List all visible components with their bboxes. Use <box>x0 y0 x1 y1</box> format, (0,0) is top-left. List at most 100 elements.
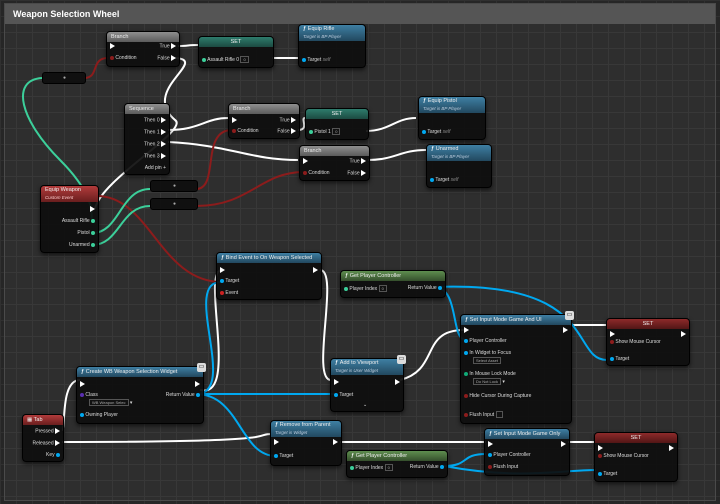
unarmed-out-pin[interactable]: Unarmed <box>69 242 95 248</box>
class-pin[interactable]: Class <box>80 392 98 398</box>
monitor-icon: ▭ <box>397 355 406 364</box>
target-pin[interactable]: Target <box>598 471 617 477</box>
exec-out-pin[interactable] <box>669 445 674 451</box>
event-pin[interactable]: Event <box>220 290 238 296</box>
pistol-pin[interactable]: Pistol 1 0 <box>309 128 341 135</box>
add-pin-button[interactable]: Add pin + <box>144 165 166 171</box>
target-pin[interactable]: Target <box>334 392 353 398</box>
mouse-lock-select[interactable]: Do Not Lock ▾ <box>473 378 505 385</box>
branch-node-2[interactable]: Branch True Condition False <box>228 103 300 139</box>
released-pin[interactable]: Released <box>32 440 60 446</box>
function-icon: ƒ <box>275 422 278 428</box>
false-pin[interactable]: False <box>347 170 366 176</box>
player-controller-pin[interactable]: Player Controller <box>488 452 531 458</box>
true-pin[interactable]: True <box>160 43 176 49</box>
set-pistol-node[interactable]: SET Pistol 1 0 <box>305 108 369 140</box>
condition-pin[interactable]: Condition <box>110 55 137 61</box>
then-1-pin[interactable]: Then 1 <box>144 129 166 135</box>
true-pin[interactable]: True <box>350 158 366 164</box>
exec-out-pin[interactable] <box>90 206 95 212</box>
exec-in-pin[interactable] <box>232 117 237 123</box>
assault-rifle-pin[interactable]: Assault Rifle 0 0 <box>202 56 249 63</box>
show-cursor-pin[interactable]: Show Mouse Cursor <box>610 339 661 345</box>
false-pin[interactable]: False <box>157 55 176 61</box>
player-index-pin[interactable]: Player Index 0 <box>344 285 387 292</box>
exec-in-pin[interactable] <box>610 331 615 337</box>
widget-focus-pin[interactable]: In Widget to Focus <box>464 350 511 356</box>
exec-in-pin[interactable] <box>220 267 225 273</box>
exec-out-pin[interactable] <box>333 439 338 445</box>
exec-in-pin[interactable] <box>303 158 308 164</box>
return-value-pin[interactable]: Return Value <box>408 285 442 291</box>
then-3-pin[interactable]: Then 3 <box>144 153 166 159</box>
variable-getter-node[interactable]: ● <box>150 180 198 192</box>
target-pin[interactable]: Target <box>220 278 239 284</box>
player-index-pin[interactable]: Player Index 0 <box>350 464 393 471</box>
exec-in-pin[interactable] <box>488 441 493 447</box>
exec-out-pin[interactable] <box>563 327 568 333</box>
exec-in-pin[interactable] <box>598 445 603 451</box>
tab-key-event-node[interactable]: ▦ Tab Pressed Released Key <box>22 414 64 462</box>
condition-pin[interactable]: Condition <box>232 128 259 134</box>
condition-pin[interactable]: Condition <box>303 170 330 176</box>
target-pin[interactable]: Target self <box>430 177 458 183</box>
exec-out-pin[interactable] <box>681 331 686 337</box>
exec-in-pin[interactable] <box>334 379 339 385</box>
exec-out-pin[interactable] <box>395 379 400 385</box>
target-pin[interactable]: Target <box>274 453 293 459</box>
owning-player-pin[interactable]: Owning Player <box>80 412 118 418</box>
exec-out-pin[interactable] <box>195 381 200 387</box>
variable-getter-node[interactable]: ● <box>42 72 86 84</box>
branch-node-1[interactable]: Branch True Condition False <box>106 31 180 67</box>
flush-input-pin[interactable]: Flush Input <box>488 464 518 470</box>
true-pin[interactable]: True <box>280 117 296 123</box>
false-pin[interactable]: False <box>277 128 296 134</box>
exec-in-pin[interactable] <box>274 439 279 445</box>
widget-focus-select[interactable]: Select Asset <box>473 357 502 364</box>
exec-in-pin[interactable] <box>110 43 115 49</box>
flush-input-pin[interactable]: Flush Input <box>464 411 503 418</box>
exec-out-pin[interactable] <box>561 441 566 447</box>
assault-rifle-out-pin[interactable]: Assault Rifle <box>62 218 95 224</box>
set-show-cursor-node-2[interactable]: SET Show Mouse Cursor Target <box>594 432 678 482</box>
exec-out-pin[interactable] <box>313 267 318 273</box>
then-0-pin[interactable]: Then 0 <box>144 117 166 123</box>
show-cursor-pin[interactable]: Show Mouse Cursor <box>598 453 649 459</box>
return-value-pin[interactable]: Return Value <box>166 392 200 398</box>
set-show-cursor-node-1[interactable]: SET Show Mouse Cursor Target <box>606 318 690 366</box>
sequence-node[interactable]: Sequence Then 0 Then 1 Then 2 Then 3 Add… <box>124 103 170 175</box>
variable-getter-node[interactable]: ● <box>150 198 198 210</box>
chevron-down-icon[interactable]: ⌄ <box>363 402 368 408</box>
then-2-pin[interactable]: Then 2 <box>144 141 166 147</box>
class-select[interactable]: WB Weapon Selec ▾ <box>89 399 132 406</box>
exec-in-pin[interactable] <box>464 327 469 333</box>
player-controller-pin[interactable]: Player Controller <box>464 338 507 344</box>
key-pin[interactable]: Key <box>46 452 60 458</box>
target-pin[interactable]: Target self <box>302 57 330 63</box>
pistol-out-pin[interactable]: Pistol <box>77 230 95 236</box>
comment-box[interactable]: Weapon Selection Wheel <box>4 3 716 501</box>
target-pin[interactable]: Target <box>610 356 629 362</box>
branch-node-3[interactable]: Branch True Condition False <box>299 145 370 181</box>
exec-in-pin[interactable] <box>80 381 85 387</box>
comment-title: Weapon Selection Wheel <box>5 4 715 24</box>
hide-cursor-pin[interactable]: Hide Cursor During Capture <box>464 393 531 399</box>
target-pin[interactable]: Target self <box>422 129 450 135</box>
function-icon: ƒ <box>423 98 426 104</box>
mouse-lock-pin[interactable]: In Mouse Lock Mode <box>464 371 516 377</box>
return-value-pin[interactable]: Return Value <box>410 464 444 470</box>
pressed-pin[interactable]: Pressed <box>35 428 60 434</box>
set-assault-rifle-node[interactable]: SET Assault Rifle 0 0 <box>198 36 274 68</box>
